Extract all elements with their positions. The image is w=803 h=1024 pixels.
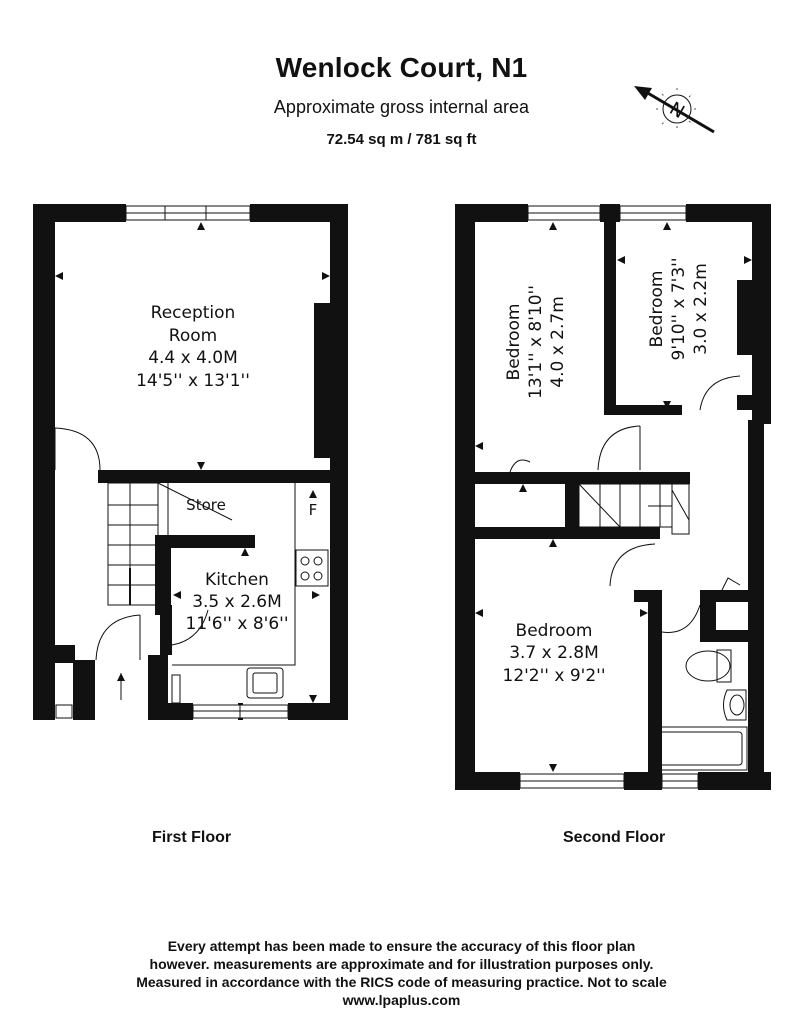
reception-metric: 4.4 x 4.0M (148, 348, 238, 368)
second-floor-label: Second Floor (563, 829, 666, 846)
website-link: www.lpaplus.com (342, 992, 461, 1008)
bedroom-2-metric: 3.0 x 2.2m (691, 263, 711, 355)
second-floor-dimension-markers (475, 222, 752, 772)
gross-area: 72.54 sq m / 781 sq ft (326, 131, 477, 148)
bedroom-3-imperial: 12'2'' x 9'2'' (503, 666, 606, 686)
bedroom-2-name: Bedroom (647, 271, 667, 348)
first-floor-walls (33, 204, 348, 720)
plan-subtitle: Approximate gross internal area (273, 97, 530, 117)
kitchen-worktop (171, 483, 329, 704)
plan-title: Wenlock Court, N1 (275, 52, 528, 83)
first-floor-stairs (107, 482, 233, 606)
bedroom-3-metric: 3.7 x 2.8M (509, 643, 599, 663)
first-floor-doors (54, 427, 209, 661)
kitchen-name: Kitchen (205, 570, 269, 590)
second-floor-walls (455, 204, 771, 790)
store-label: Store (186, 496, 226, 514)
kitchen-imperial: 11'6'' x 8'6'' (186, 614, 289, 634)
bathroom-fittings (650, 649, 748, 771)
bedroom-2-imperial: 9'10'' x 7'3'' (669, 258, 689, 361)
reception-name-1: Reception (151, 303, 236, 323)
first-floor-label: First Floor (152, 829, 232, 846)
disclaimer-line-2: however. measurements are approximate an… (149, 956, 654, 972)
disclaimer: Every attempt has been made to ensure th… (0, 937, 803, 1009)
reception-imperial: 14'5'' x 13'1'' (136, 371, 250, 391)
bedroom-3-name: Bedroom (516, 621, 593, 641)
first-floor-dimension-markers (55, 222, 330, 703)
first-floor-windows (55, 205, 289, 719)
fridge-label: F (309, 501, 318, 519)
second-floor-doors (509, 375, 741, 633)
kitchen-metric: 3.5 x 2.6M (192, 592, 282, 612)
bedroom-1-imperial: 13'1'' x 8'10'' (526, 285, 546, 399)
disclaimer-line-3: Measured in accordance with the RICS cod… (136, 974, 667, 990)
compass-north-icon: N (634, 86, 715, 134)
bedroom-1-metric: 4.0 x 2.7m (548, 296, 568, 388)
disclaimer-line-1: Every attempt has been made to ensure th… (167, 938, 636, 954)
second-floor-windows (519, 205, 699, 789)
second-floor-stairs (578, 483, 690, 535)
bedroom-1-name: Bedroom (504, 304, 524, 381)
reception-name-2: Room (169, 326, 217, 346)
